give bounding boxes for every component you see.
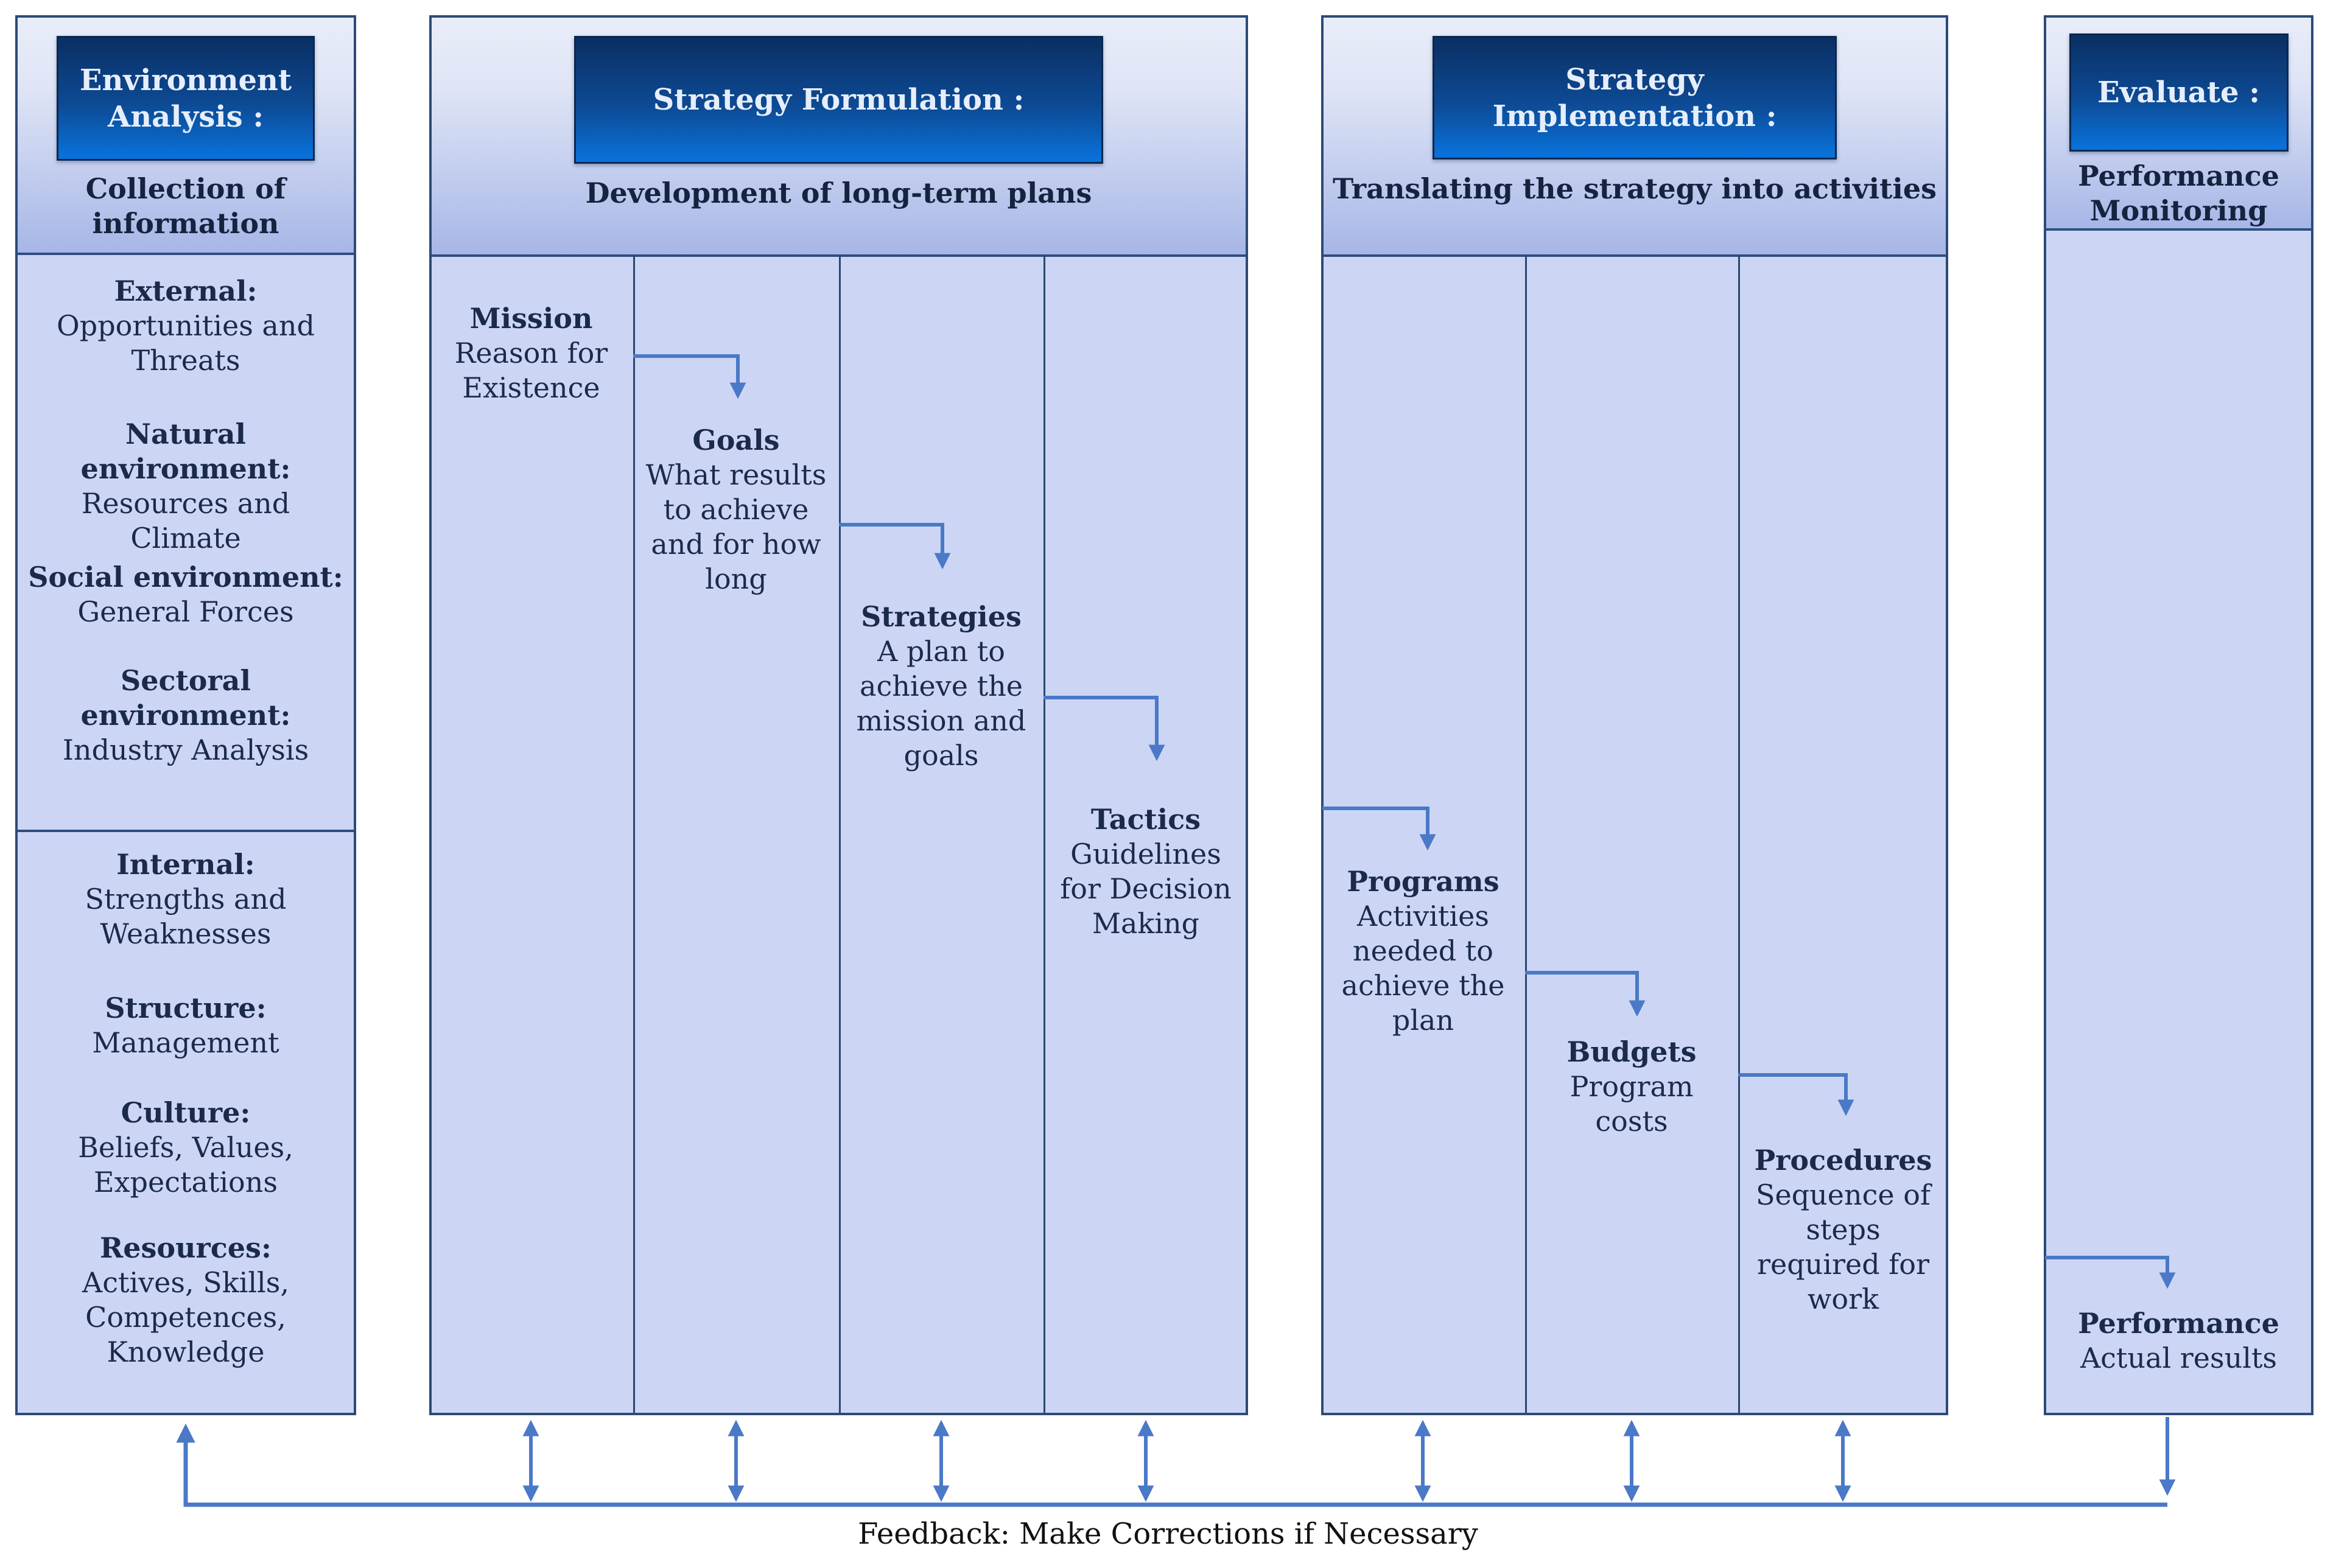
block-culture: Culture: Beliefs, Values, Expectations (27, 1096, 344, 1200)
block-procedures: Procedures Sequence of steps required fo… (1744, 1143, 1942, 1317)
block-performance: Performance Actual results (2050, 1306, 2307, 1376)
formulation-column-divider-2 (839, 254, 841, 1413)
formulation-column-divider-3 (1043, 254, 1045, 1413)
block-goals-label: Goals (692, 424, 780, 457)
block-resources-label: Resources: (100, 1231, 272, 1264)
block-strategies-desc: A plan to achieve the mission and goals (856, 635, 1026, 772)
block-performance-desc: Actual results (2080, 1342, 2278, 1374)
block-mission: Mission Reason for Existence (435, 301, 627, 405)
block-structure-desc: Management (92, 1026, 279, 1059)
block-social-environment-desc: General Forces (77, 595, 294, 628)
block-resources: Resources: Actives, Skills, Competences,… (27, 1231, 344, 1370)
block-strategies-label: Strategies (861, 600, 1022, 633)
block-structure-label: Structure: (105, 992, 267, 1024)
block-budgets-desc: Program costs (1570, 1070, 1694, 1138)
block-culture-label: Culture: (121, 1096, 251, 1129)
block-programs-desc: Activities needed to achieve the plan (1341, 900, 1505, 1037)
block-internal-label: Internal: (116, 848, 255, 881)
block-tactics-label: Tactics (1090, 803, 1201, 836)
block-sectoral-environment-desc: Industry Analysis (62, 733, 309, 766)
strategy-formulation-title: Strategy Formulation : (653, 83, 1025, 117)
environment-analysis-title: Environment Analysis : (79, 63, 292, 134)
block-procedures-desc: Sequence of steps required for work (1756, 1178, 1931, 1315)
environment-analysis-title-box: Environment Analysis : (57, 36, 315, 161)
block-tactics: Tactics Guidelines for Decision Making (1050, 802, 1242, 941)
panel-environment-analysis-header: Environment Analysis : Collection of inf… (18, 18, 354, 255)
panel-evaluate: Evaluate : Performance Monitoring (2044, 15, 2313, 1415)
implementation-column-divider-1 (1525, 254, 1527, 1413)
feedback-return-line (176, 1423, 2167, 1507)
strategy-formulation-subtitle: Development of long-term plans (585, 177, 1092, 209)
block-programs-label: Programs (1347, 865, 1499, 898)
block-external-desc: Opportunities and Threats (57, 309, 315, 377)
block-programs: Programs Activities needed to achieve th… (1327, 864, 1519, 1038)
block-culture-desc: Beliefs, Values, Expectations (78, 1131, 293, 1199)
block-natural-environment: Natural environment: Resources and Clima… (27, 417, 344, 556)
formulation-column-divider-1 (633, 254, 635, 1413)
environment-analysis-section-divider (18, 830, 354, 832)
block-natural-environment-desc: Resources and Climate (81, 487, 290, 555)
evaluate-title: Evaluate : (2097, 75, 2260, 110)
panel-strategy-implementation-header: Strategy Implementation : Translating th… (1324, 18, 1946, 257)
implementation-column-divider-2 (1738, 254, 1740, 1413)
panel-evaluate-header: Evaluate : Performance Monitoring (2046, 18, 2311, 231)
panel-environment-analysis: Environment Analysis : Collection of inf… (15, 15, 356, 1415)
block-external: External: Opportunities and Threats (27, 274, 344, 378)
block-goals-desc: What results to achieve and for how long (645, 458, 827, 595)
block-social-environment-label: Social environment: (28, 561, 343, 593)
panel-strategy-implementation: Strategy Implementation : Translating th… (1321, 15, 1948, 1415)
block-social-environment: Social environment: General Forces (27, 560, 344, 629)
block-budgets: Budgets Program costs (1531, 1035, 1732, 1139)
block-external-label: External: (114, 275, 258, 307)
block-procedures-label: Procedures (1754, 1144, 1932, 1177)
environment-analysis-subtitle: Collection of information (85, 172, 286, 240)
block-natural-environment-label: Natural environment: (80, 418, 291, 485)
block-tactics-desc: Guidelines for Decision Making (1060, 838, 1232, 940)
block-mission-desc: Reason for Existence (454, 337, 608, 404)
block-structure: Structure: Management (27, 991, 344, 1060)
evaluate-subtitle: Performance Monitoring (2078, 159, 2279, 227)
block-goals: Goals What results to achieve and for ho… (639, 423, 833, 597)
evaluate-title-box: Evaluate : (2069, 33, 2289, 152)
block-resources-desc: Actives, Skills, Competences, Knowledge (82, 1266, 289, 1368)
block-internal: Internal: Strengths and Weaknesses (27, 847, 344, 951)
block-performance-label: Performance (2078, 1307, 2279, 1340)
strategy-implementation-title: Strategy Implementation : (1492, 62, 1777, 133)
block-sectoral-environment: Sectoral environment: Industry Analysis (27, 663, 344, 768)
block-strategies: Strategies A plan to achieve the mission… (845, 600, 1037, 773)
block-sectoral-environment-label: Sectoral environment: (80, 664, 291, 732)
strategy-formulation-title-box: Strategy Formulation : (574, 36, 1103, 164)
panel-strategy-formulation-header: Strategy Formulation : Development of lo… (432, 18, 1246, 257)
block-mission-label: Mission (469, 302, 593, 335)
block-internal-desc: Strengths and Weaknesses (85, 883, 287, 950)
strategy-implementation-title-box: Strategy Implementation : (1433, 36, 1837, 159)
strategy-implementation-subtitle: Translating the strategy into activities (1333, 172, 1937, 205)
block-budgets-label: Budgets (1566, 1035, 1697, 1068)
feedback-label: Feedback: Make Corrections if Necessary (858, 1517, 1478, 1551)
